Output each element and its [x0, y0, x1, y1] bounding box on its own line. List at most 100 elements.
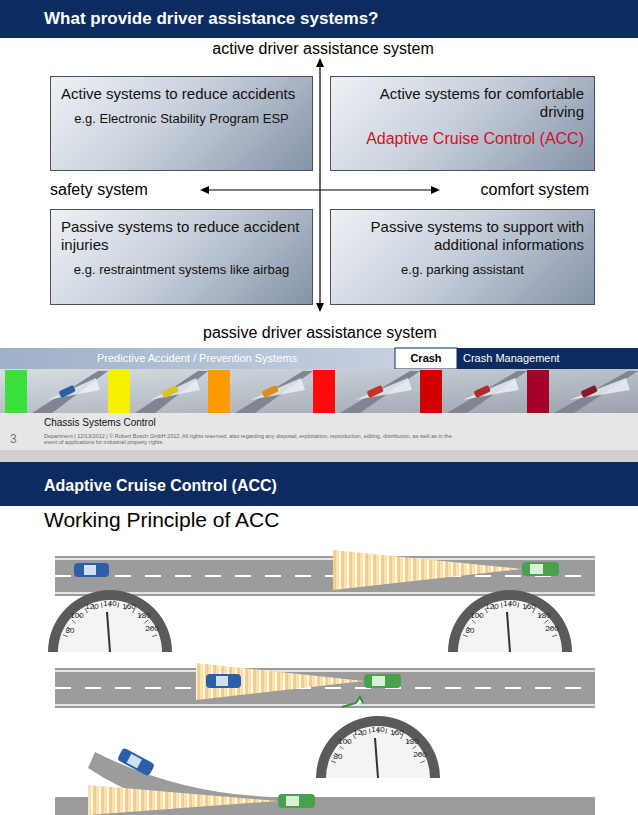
- car-image: [366, 385, 383, 398]
- category-box: Active systems to reduce accidents e.g. E…: [50, 76, 313, 171]
- copyright-note: Department | 12/13/2012 | © Robert Bosch…: [44, 433, 464, 446]
- tick: [552, 635, 557, 637]
- color-square: [527, 370, 549, 413]
- speed-number: 80: [466, 626, 475, 635]
- car-image: [473, 385, 490, 398]
- arrow-head: [316, 303, 324, 312]
- tick: [72, 620, 76, 623]
- box-heading: Active systems to reduce accidents: [61, 85, 302, 103]
- needle: [507, 612, 510, 652]
- beam-image: [569, 378, 630, 400]
- car: [74, 563, 109, 577]
- beam-image: [150, 378, 200, 400]
- color-square: [313, 370, 335, 413]
- color-square: [5, 370, 27, 413]
- color-square: [208, 370, 230, 413]
- speedometer: [448, 590, 572, 652]
- band: [0, 348, 395, 369]
- tick: [385, 729, 387, 734]
- tick: [340, 746, 344, 749]
- arrow-head: [431, 186, 440, 194]
- speed-number: 80: [334, 752, 343, 761]
- car: [206, 674, 241, 688]
- tick: [63, 635, 68, 637]
- tick: [101, 603, 103, 608]
- road-edges: [55, 559, 595, 705]
- beam-image: [47, 378, 100, 400]
- box-example: e.g. Electronic Stability Program ESP: [61, 111, 302, 127]
- car-image: [58, 385, 75, 398]
- tick: [412, 746, 416, 749]
- speed-number: 140: [503, 599, 516, 608]
- tick: [152, 635, 157, 637]
- speed-number: 120: [485, 602, 498, 611]
- car-image: [580, 385, 597, 398]
- needle: [375, 738, 378, 778]
- car: [522, 562, 559, 576]
- speedometer-face: [458, 600, 562, 652]
- radar-beam: [196, 663, 364, 700]
- color-square: [420, 370, 442, 413]
- road: [55, 556, 595, 596]
- arrow-head: [316, 58, 324, 67]
- axis-label: active driver assistance system: [212, 40, 433, 58]
- speed-number: 140: [103, 599, 116, 608]
- box-example: e.g. parking assistant: [341, 262, 584, 278]
- beam-image: [355, 378, 412, 400]
- page-number: 3: [10, 433, 17, 447]
- speed-number: 100: [70, 611, 83, 620]
- box-example: Adaptive Cruise Control (ACC): [341, 129, 584, 148]
- speed-number: 200: [545, 624, 558, 633]
- separator: [0, 450, 638, 462]
- car-image: [261, 385, 278, 398]
- lane-markings: [55, 576, 595, 688]
- box-example: e.g. restraintment systems like airbag: [61, 262, 302, 278]
- tick: [331, 761, 336, 763]
- road-image: [135, 371, 208, 413]
- header-bar: [0, 462, 638, 506]
- speed-number: 120: [353, 728, 366, 737]
- speedometer: [48, 590, 172, 652]
- band-label: Crash Management: [463, 352, 560, 365]
- axis-label: passive driver assistance system: [203, 324, 437, 342]
- flag: [342, 697, 363, 707]
- road-image: [447, 371, 527, 413]
- axis-line: [319, 64, 320, 306]
- road: [88, 752, 300, 815]
- speed-number: 140: [371, 725, 384, 734]
- road-image: [235, 371, 313, 413]
- speed-number: 180: [405, 737, 418, 746]
- speed-number: 100: [470, 611, 483, 620]
- speedometer: [316, 716, 440, 778]
- radar-beam: [333, 550, 522, 590]
- car-image: [161, 385, 178, 398]
- tick: [501, 603, 503, 608]
- road-image: [340, 371, 420, 413]
- box-heading: Passive systems to support with addition…: [341, 218, 584, 254]
- speed-number: 100: [338, 737, 351, 746]
- box-heading: Active systems for comfortable driving: [341, 85, 584, 121]
- category-box: Passive systems to reduce accident injur…: [50, 209, 313, 305]
- band: [395, 348, 457, 369]
- speed-number: 180: [137, 611, 150, 620]
- slide-title: What provide driver assistance systems?: [44, 9, 378, 29]
- speed-number: 160: [390, 728, 403, 737]
- tick: [472, 620, 476, 623]
- axis-label: comfort system: [481, 181, 589, 199]
- car: [117, 747, 155, 776]
- needle: [107, 612, 110, 652]
- tick: [144, 620, 148, 623]
- car: [364, 674, 401, 688]
- category-box: Passive systems to support with addition…: [330, 209, 595, 305]
- axis-label: safety system: [50, 181, 148, 199]
- tick: [369, 729, 371, 734]
- photo-strip: [0, 369, 638, 413]
- beam-image: [462, 378, 519, 400]
- speed-number: 200: [413, 750, 426, 759]
- speed-number: 120: [85, 602, 98, 611]
- speedometer-face: [58, 600, 162, 652]
- box-heading: Passive systems to reduce accident injur…: [61, 218, 302, 254]
- slide-title: Adaptive Cruise Control (ACC): [44, 477, 277, 495]
- strip-cars: [32, 371, 638, 413]
- speed-number: 80: [66, 626, 75, 635]
